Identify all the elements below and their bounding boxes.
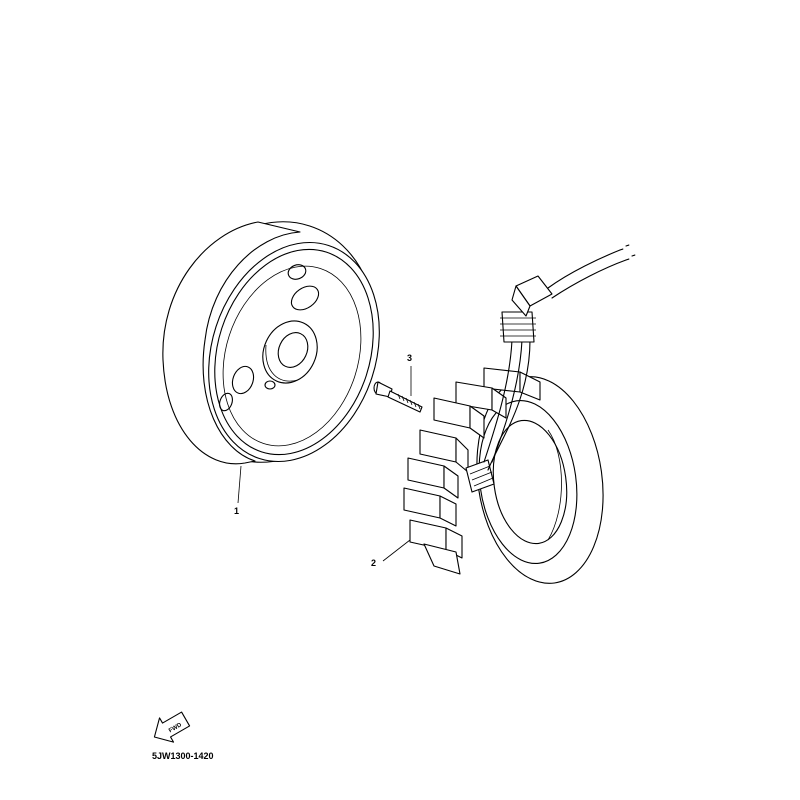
leader-line-1 bbox=[237, 465, 242, 504]
screw bbox=[373, 381, 423, 413]
stator bbox=[403, 367, 604, 584]
callout-1: 1 bbox=[234, 506, 239, 516]
fwd-arrow-icon: FWD bbox=[153, 711, 191, 743]
leader-line-2 bbox=[382, 539, 411, 562]
rotor-flywheel bbox=[162, 221, 380, 465]
part-number: 5JW1300-1420 bbox=[152, 751, 214, 761]
callout-2: 2 bbox=[371, 558, 376, 568]
wire-lead bbox=[483, 244, 636, 471]
callout-3: 3 bbox=[407, 353, 412, 363]
